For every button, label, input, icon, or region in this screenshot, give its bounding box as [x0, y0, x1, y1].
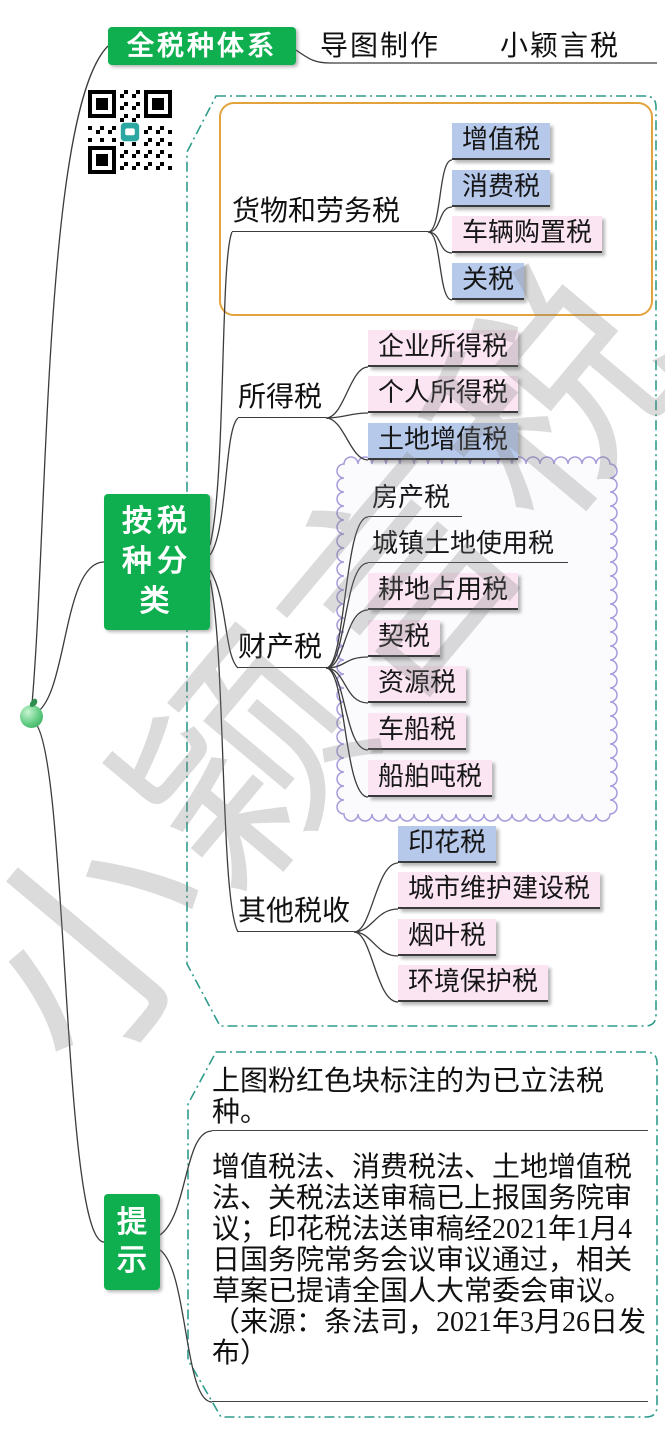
- qr-code: [88, 90, 172, 174]
- node-farmland-occupation-tax[interactable]: 耕地占用税: [368, 573, 518, 610]
- node-individual-income-tax[interactable]: 个人所得税: [368, 376, 518, 413]
- node-vat[interactable]: 增值税: [452, 123, 550, 160]
- node-environmental-protection-tax[interactable]: 环境保护税: [398, 965, 548, 1002]
- branch-income-tax[interactable]: 所得税: [238, 382, 326, 418]
- note-legislation-progress[interactable]: 增值税法、消费税法、土地增值税法、关税法送审稿已上报国务院审议；印花税法送审稿经…: [212, 1152, 648, 1402]
- topic-tips[interactable]: 提示: [104, 1194, 160, 1290]
- node-vessel-tonnage-tax[interactable]: 船舶吨税: [368, 760, 492, 797]
- branch-other-taxes[interactable]: 其他税收: [238, 896, 354, 932]
- node-urban-land-use-tax[interactable]: 城镇土地使用税: [368, 527, 568, 563]
- watermark: 小颖言税: [0, 224, 665, 1116]
- node-stamp-tax[interactable]: 印花税: [398, 826, 496, 863]
- credit-text: 导图制作 小颖言税: [320, 31, 621, 62]
- note-legislated-taxes[interactable]: 上图粉红色块标注的为已立法税种。: [212, 1066, 648, 1131]
- node-resource-tax[interactable]: 资源税: [368, 666, 466, 703]
- node-real-estate-tax[interactable]: 房产税: [368, 481, 462, 517]
- topic-classification[interactable]: 按税种分类: [104, 494, 210, 630]
- node-corporate-income-tax[interactable]: 企业所得税: [368, 330, 518, 367]
- node-urban-maintenance-construction-tax[interactable]: 城市维护建设税: [398, 872, 600, 909]
- branch-goods-services-tax[interactable]: 货物和劳务税: [232, 196, 428, 232]
- node-vehicle-vessel-tax[interactable]: 车船税: [368, 713, 466, 750]
- node-customs-duty[interactable]: 关税: [452, 263, 524, 300]
- root-topic-apple-icon[interactable]: [20, 697, 43, 728]
- node-tobacco-leaf-tax[interactable]: 烟叶税: [398, 919, 496, 956]
- node-deed-tax[interactable]: 契税: [368, 620, 440, 657]
- apple-leaf-icon: [28, 697, 39, 709]
- node-land-appreciation-tax[interactable]: 土地增值税: [368, 423, 518, 460]
- node-vehicle-purchase-tax[interactable]: 车辆购置税: [452, 216, 602, 253]
- node-consumption-tax[interactable]: 消费税: [452, 170, 550, 207]
- central-topic-title[interactable]: 全税种体系: [108, 27, 296, 65]
- branch-property-tax[interactable]: 财产税: [238, 632, 326, 668]
- qr-code-image: [88, 90, 172, 174]
